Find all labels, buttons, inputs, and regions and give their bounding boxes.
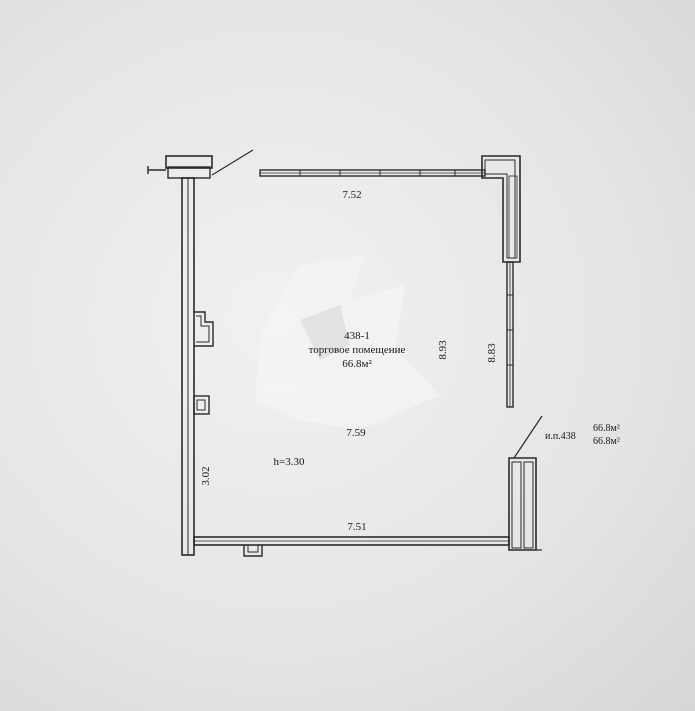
- room-area: 66.8м²: [342, 358, 372, 370]
- bottom-wall-dimension: 7.51: [347, 521, 366, 533]
- right-window-wall: [506, 261, 514, 408]
- inner-horizontal-dimension: 7.59: [346, 427, 366, 439]
- left-lower-dimension: 3.02: [200, 466, 212, 485]
- top-right-column: [481, 155, 521, 263]
- bottom-wall: [193, 536, 510, 557]
- left-wall: [147, 149, 254, 556]
- top-wall-dimension: 7.52: [342, 189, 361, 201]
- top-window-wall: [259, 169, 486, 177]
- summary-area-2: 66.8м²: [593, 436, 620, 447]
- room-number: 438-1: [344, 330, 370, 342]
- watermark: [255, 255, 440, 430]
- right-upper-dimension: 8.83: [486, 343, 498, 363]
- inner-vertical-dimension: 8.93: [437, 340, 449, 360]
- summary-area-1: 66.8м²: [593, 423, 620, 434]
- ceiling-height: h=3.30: [274, 456, 305, 468]
- summary-label: и.п.438: [545, 431, 576, 442]
- bottom-right-column: [508, 415, 543, 551]
- room-name: торговое помещение: [309, 344, 406, 356]
